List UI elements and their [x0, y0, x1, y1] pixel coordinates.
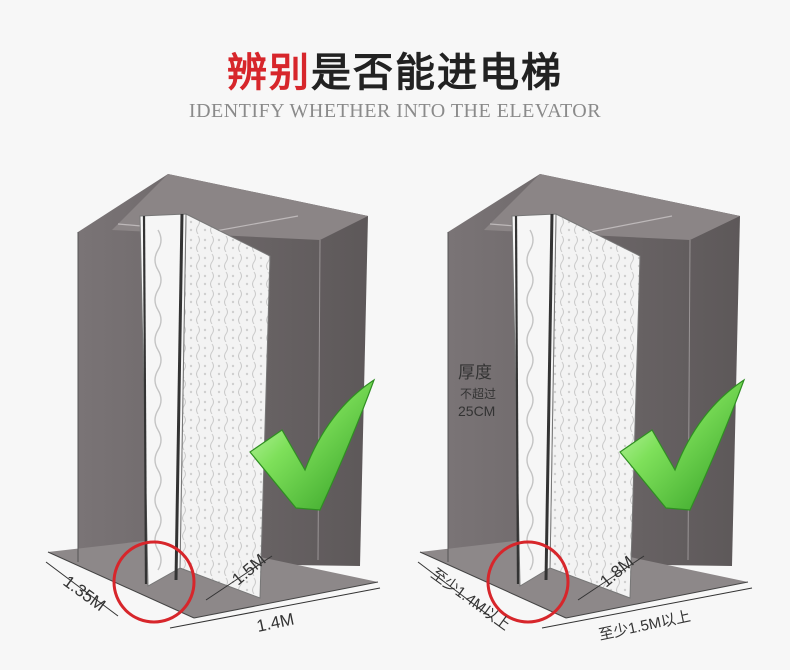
- page-subtitle: IDENTIFY WHETHER INTO THE ELEVATOR: [188, 100, 602, 122]
- left-check-icon: [249, 378, 376, 511]
- right-mattress: [511, 213, 641, 599]
- right-elevator: 厚度 不超过 25CM 至少1.4M以上 至少1.5M以上 1.8M: [417, 174, 753, 644]
- left-width-label: 1.4M: [255, 609, 296, 635]
- thickness-value: 25CM: [458, 403, 495, 419]
- left-corner-highlight-circle: [112, 540, 196, 624]
- title-rest: 是否能进电梯: [311, 50, 563, 96]
- right-check-icon: [619, 378, 746, 511]
- left-depth-label: 1.35M: [60, 572, 109, 615]
- title-accent: 辨别: [227, 50, 311, 96]
- right-corner-highlight-circle: [486, 540, 570, 624]
- right-width-label: 至少1.5M以上: [597, 608, 692, 644]
- left-mattress: [139, 213, 271, 599]
- thickness-note: 不超过: [460, 386, 496, 401]
- left-elevator: 1.35M 1.4M 1.5M: [45, 174, 381, 636]
- thickness-title: 厚度: [458, 363, 492, 382]
- page-title: 辨别是否能进电梯: [0, 40, 790, 98]
